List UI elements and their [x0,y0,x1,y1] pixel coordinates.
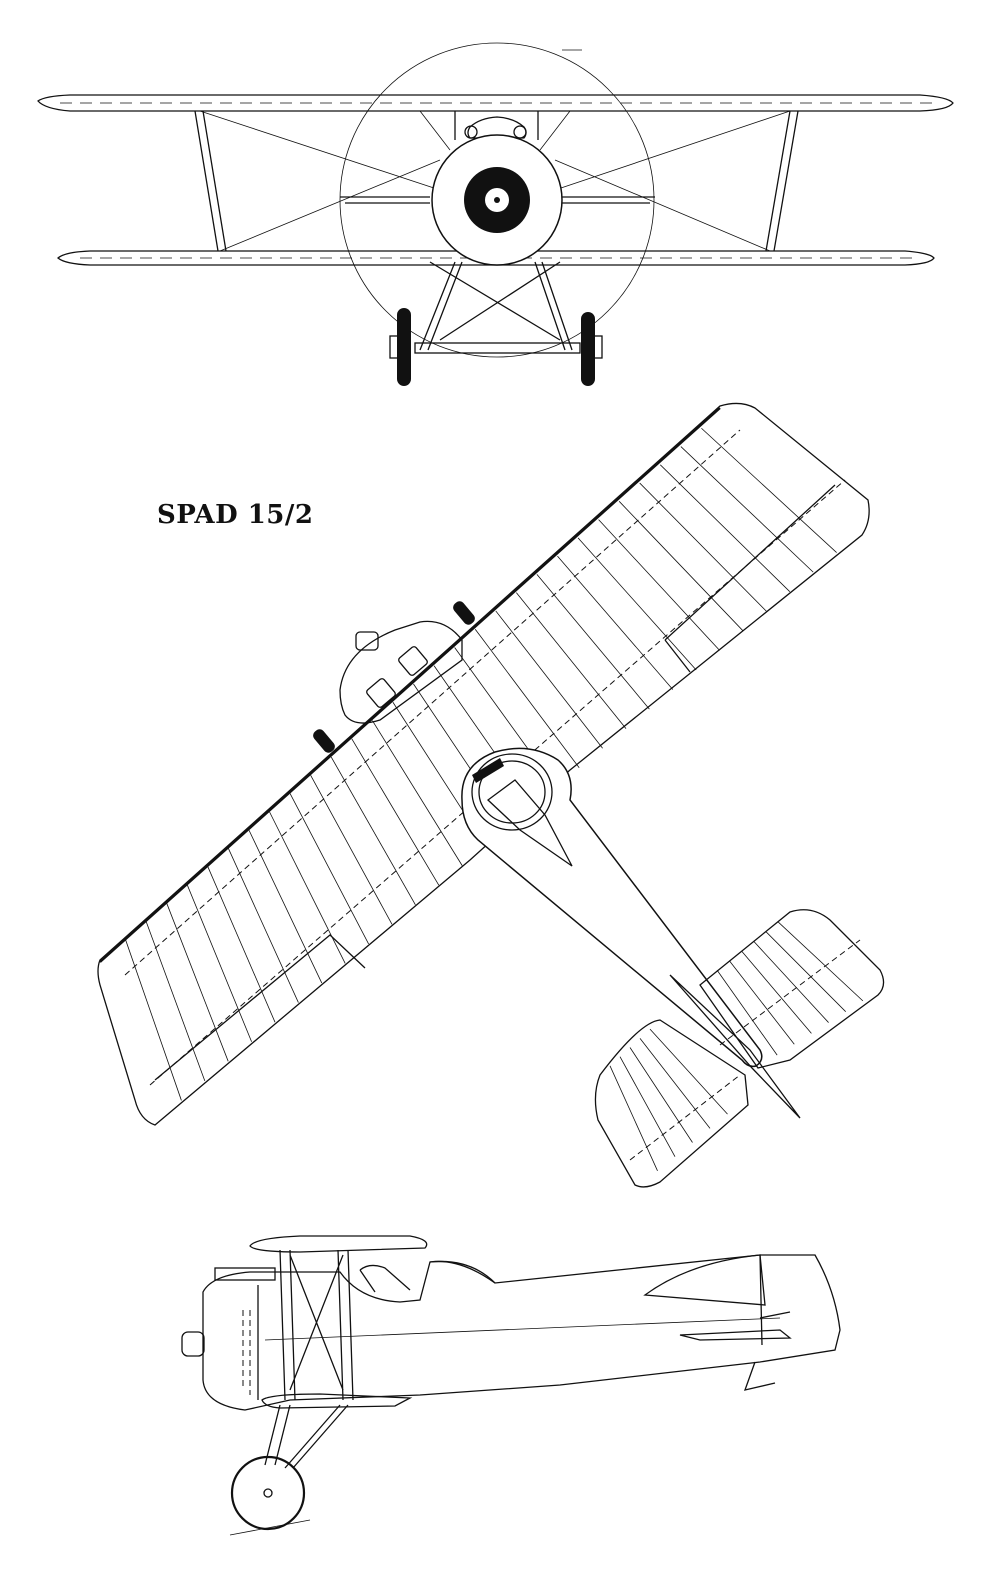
rib-line [741,950,812,1034]
right-wheel [581,312,595,386]
rib-line [649,1028,728,1115]
rib-line [609,1065,658,1171]
rib-line [680,446,814,573]
rib-line [639,482,767,612]
wheel-side [230,1455,306,1531]
rib-line [310,775,393,925]
right-aileron [664,484,836,673]
fuselage-side [202,1254,841,1411]
rib-line [629,1047,693,1143]
side-view [181,1235,841,1536]
rib-line [289,793,369,945]
rudder-top [669,974,801,1119]
engine-cowl-top [339,620,463,724]
rib-line [618,501,744,632]
tailplane [699,909,885,1069]
tailskid [743,1361,776,1391]
landing-gear-axle [414,342,581,354]
rib-line [701,427,837,553]
rib-line [639,1038,711,1129]
drawing-title: SPAD 15/2 [157,500,314,530]
rib-line [753,940,829,1023]
rib-line [777,921,864,1002]
fin [643,1254,766,1306]
rib-line [372,720,463,866]
rib-line [207,866,276,1023]
wing-planform [97,402,870,1126]
rib-line [474,628,580,769]
upper-wing-side [249,1235,428,1253]
propeller-disc [339,42,655,358]
landing-gear-struts [419,261,573,351]
wing-ribs [125,427,837,1101]
rib-line [269,811,346,964]
bracing-wires [199,110,791,252]
rib-line [716,970,778,1056]
left-elevator [594,1019,749,1188]
rib-line [166,903,229,1062]
ground-line [229,1519,311,1536]
left-machine-gun [313,729,335,753]
right-machine-gun [453,601,475,625]
left-aileron [154,934,366,1081]
rib-line [660,464,791,592]
lower-wing [57,250,935,266]
rib-line [186,884,252,1042]
rib-line [228,848,299,1003]
rib-line [536,574,650,710]
cockpit-opening [471,753,553,831]
rib-line [765,931,846,1012]
rib-line [125,939,182,1101]
rib-line [351,738,440,886]
rib-line [330,756,416,905]
rib-line [619,1056,676,1157]
top-view [97,402,885,1188]
rib-line [577,537,697,671]
right-interplane-strut [765,110,799,252]
interplane-struts-side [279,1249,354,1401]
landing-gear-side [264,1404,349,1469]
lower-wing-side [261,1393,413,1409]
rib-line [145,921,206,1082]
rib-line [728,960,795,1045]
fuselage-top [461,747,763,1068]
rib-line [598,519,720,651]
rib-line [516,592,627,729]
propeller-hub [181,1331,205,1357]
front-view [37,42,954,386]
left-wheel [397,308,411,386]
left-interplane-strut [194,110,227,252]
upper-wing [37,94,954,112]
tail-ribs [609,921,864,1171]
rib-line [557,555,674,690]
rib-line [248,829,323,984]
rib-line [495,610,603,749]
